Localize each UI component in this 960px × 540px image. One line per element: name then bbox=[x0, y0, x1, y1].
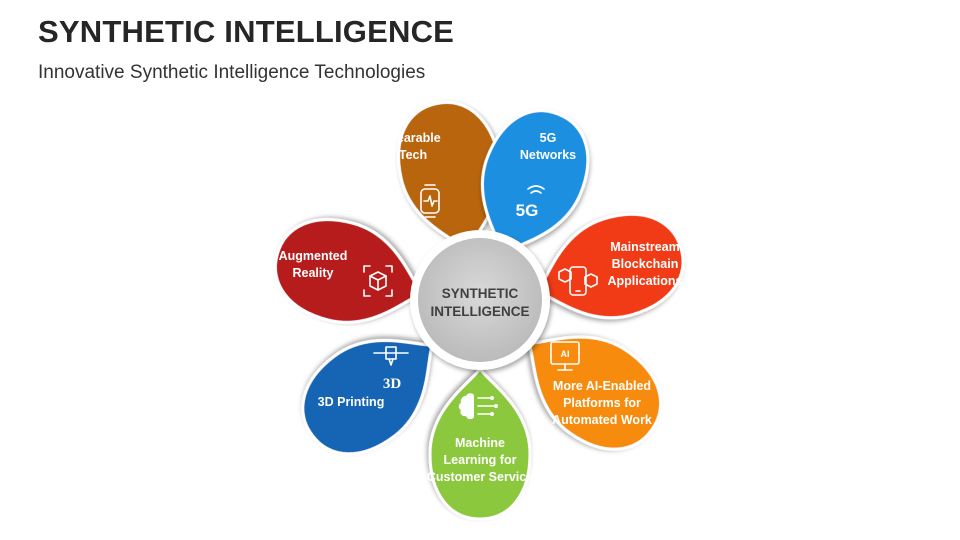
petal-shape bbox=[428, 366, 532, 521]
petal-label: Automated Work bbox=[552, 413, 652, 427]
petal-label: Augmented bbox=[279, 249, 348, 263]
petal-label: 3D Printing bbox=[318, 395, 385, 409]
petal-label: Customer Service bbox=[427, 470, 533, 484]
petal-label: Platforms for bbox=[563, 396, 641, 410]
petal-label: Machine bbox=[455, 436, 505, 450]
petal-machine-learning[interactable]: Machine Learning for Customer Service bbox=[427, 366, 533, 521]
5g-signal-icon: 5G bbox=[516, 185, 545, 220]
petal-ai-platforms[interactable]: More AI-Enabled Platforms for Automated … bbox=[500, 302, 680, 470]
petal-3d-printing[interactable]: 3D Printing 3D bbox=[282, 305, 462, 475]
petal-label: Wearable bbox=[385, 131, 440, 145]
brain-circuit-icon bbox=[458, 393, 498, 420]
page-subtitle: Innovative Synthetic Intelligence Techno… bbox=[38, 62, 426, 83]
ai-monitor-icon: AI bbox=[550, 341, 580, 371]
center-label: INTELLIGENCE bbox=[430, 304, 529, 319]
petal-label: Blockchain bbox=[612, 257, 679, 271]
petal-5g-networks[interactable]: 5G Networks 5G bbox=[456, 96, 605, 273]
petal-augmented-reality[interactable]: Augmented Reality bbox=[264, 206, 435, 341]
center-label: SYNTHETIC bbox=[442, 286, 519, 301]
petal-shape bbox=[527, 335, 663, 451]
petal-wearable-tech[interactable]: Wearable Tech bbox=[385, 93, 516, 261]
ar-cube-icon bbox=[363, 265, 393, 297]
page-title: SYNTHETIC INTELLIGENCE bbox=[38, 14, 455, 49]
petal-label: Applications bbox=[607, 274, 682, 288]
petal-label: Tech bbox=[399, 148, 427, 162]
3d-printer-icon: 3D bbox=[373, 346, 409, 392]
petal-label: Learning for bbox=[444, 453, 517, 467]
petal-shape bbox=[301, 339, 435, 456]
petal-label: Networks bbox=[520, 148, 576, 162]
petal-label: 5G bbox=[540, 131, 557, 145]
ai-icon-text: AI bbox=[561, 349, 570, 359]
petal-label: Mainstream bbox=[610, 240, 679, 254]
center-circle bbox=[418, 238, 542, 362]
5g-icon-text: 5G bbox=[516, 201, 539, 220]
petal-label: Reality bbox=[293, 266, 334, 280]
3d-icon-text: 3D bbox=[383, 376, 402, 392]
mobile-blockchain-icon bbox=[558, 266, 598, 296]
petal-shape bbox=[480, 109, 590, 256]
petal-shape bbox=[274, 218, 425, 324]
petal-label: More AI-Enabled bbox=[553, 379, 651, 393]
petal-shape bbox=[534, 212, 685, 320]
center-hub: SYNTHETIC INTELLIGENCE bbox=[410, 230, 550, 370]
petal-blockchain[interactable]: Mainstream Blockchain Applications bbox=[523, 200, 696, 339]
smartwatch-icon bbox=[420, 184, 440, 218]
